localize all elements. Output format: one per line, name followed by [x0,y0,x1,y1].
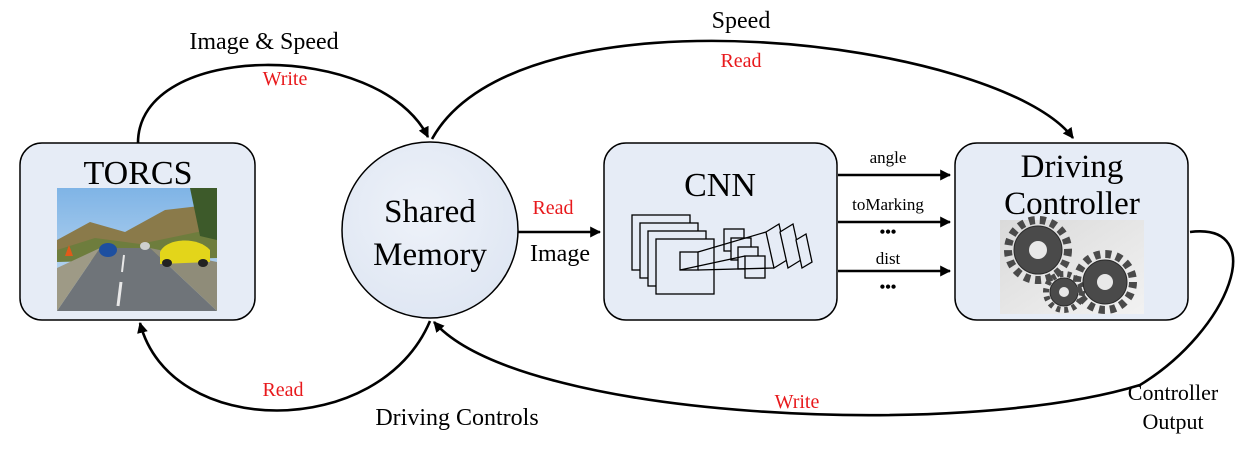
gears-image-icon [1000,216,1144,314]
speed-read-arrow [430,39,1075,140]
speed-label: Speed [712,8,771,34]
driving-controls-read-action: Read [262,379,303,401]
cnn-title: CNN [684,167,756,204]
image-speed-label: Image & Speed [189,29,338,55]
cnn-output-ellipsis-1: ••• [880,224,897,241]
cnn-output-angle: angle [870,148,907,167]
controller-output-write-arrow [433,230,1235,417]
racing-game-screenshot-icon [57,188,217,311]
image-speed-write-action: Write [263,68,308,90]
cnn-output-dist: dist [876,249,901,268]
cnn-schematic-icon [631,214,813,295]
driving-controls-label: Driving Controls [375,405,538,431]
shared-memory-label-line1: Shared [384,194,476,230]
driving-controller-label-line2: Controller [1004,186,1140,222]
image-read-action: Read [532,197,573,219]
controller-output-write-action: Write [775,391,820,413]
cnn-output-ellipsis-2: ••• [880,279,897,296]
cnn-node: CNN [603,142,838,321]
image-speed-write-arrow [136,63,430,144]
shared-memory-node: Shared Memory [341,141,519,319]
driving-controller-node: Driving Controller [954,142,1189,321]
controller-output-label-line1: Controller [1128,380,1219,405]
driving-controls-read-arrow [137,320,432,412]
shared-memory-label-line2: Memory [373,237,487,273]
driving-controller-label-line1: Driving [1021,149,1124,185]
torcs-node: TORCS [19,142,256,321]
controller-output-label-line2: Output [1142,409,1203,434]
image-label: Image [530,241,590,267]
cnn-output-tomarking: toMarking [852,195,924,214]
speed-read-action: Read [720,50,761,72]
torcs-title: TORCS [84,155,193,192]
